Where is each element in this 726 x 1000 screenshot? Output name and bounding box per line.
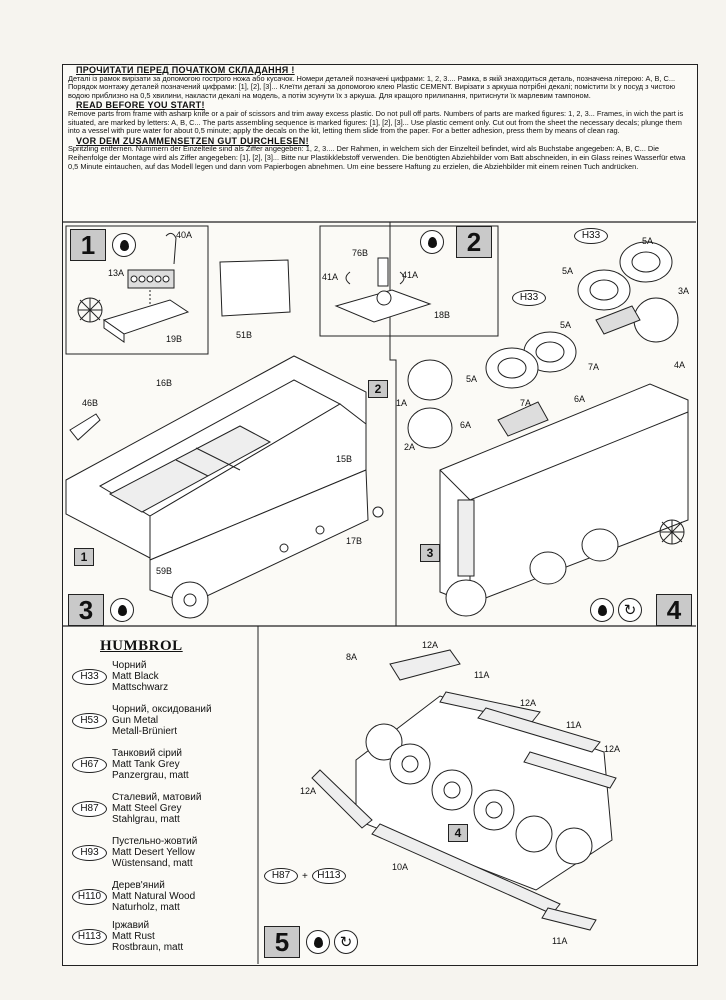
en-text: Remove parts from frame with asharp knif…: [68, 108, 684, 136]
paint-code-b: H113: [311, 868, 346, 884]
intro-instructions: ПРОЧИТАТИ ПЕРЕД ПОЧАТКОМ СКЛАДАННЯ ! Дет…: [64, 66, 694, 222]
step-3-badge: 3: [68, 594, 104, 626]
step-1-badge: 1: [70, 229, 106, 261]
track-part-12A: 12A: [422, 640, 439, 650]
track-part-12A: 12A: [300, 786, 317, 796]
part-76B: 76B: [352, 248, 369, 258]
track-part-12A: 12A: [604, 744, 621, 754]
sub-step-3: 3: [420, 544, 440, 562]
de-heading: VOR DEM ZUSAMMENSETZEN GUT DURCHLESEN!: [76, 135, 309, 146]
part-7A: 7A: [588, 362, 600, 372]
part-18B: 18B: [434, 310, 451, 320]
step-4-badge: 4: [656, 594, 692, 626]
part-6A: 6A: [574, 394, 586, 404]
part-16B: 16B: [156, 378, 173, 388]
track-part-8A: 8A: [346, 652, 358, 662]
track-part-11A: 11A: [566, 720, 582, 730]
part-5A: 5A: [642, 236, 654, 246]
sub-step-2: 2: [368, 380, 388, 398]
paint-code-a: H87: [264, 868, 298, 884]
humbrol-title: HUMBROL: [100, 638, 183, 654]
part-46B: 46B: [82, 398, 99, 408]
de-text: Spritzling entfernen. Nummern der Einzel…: [68, 144, 686, 171]
ua-heading: ПРОЧИТАТИ ПЕРЕД ПОЧАТКОМ СКЛАДАННЯ !: [76, 65, 295, 75]
sub-step-1: 1: [74, 548, 94, 566]
track-part-11A: 11A: [552, 936, 568, 946]
part-13A: 13A: [108, 268, 125, 278]
sub-step-4: 4: [448, 824, 468, 842]
part-15B: 15B: [336, 454, 353, 464]
rotate-icon: ↻: [618, 598, 642, 622]
ua-text: Деталі із рамок вирізати за допомогою го…: [68, 73, 676, 100]
part-19B: 19B: [166, 334, 183, 344]
step-5-badge: 5: [264, 926, 300, 958]
part-5A: 5A: [560, 320, 572, 330]
step-2-badge: 2: [456, 226, 492, 258]
part-17B: 17B: [346, 536, 363, 546]
glue-drop-icon: [112, 233, 136, 257]
part-7A: 7A: [520, 398, 532, 408]
part-3A: 3A: [678, 286, 690, 296]
track-part-12A: 12A: [520, 698, 537, 708]
part-5A: 5A: [466, 374, 478, 384]
part-51B: 51B: [236, 330, 253, 340]
part-5A: 5A: [562, 266, 574, 276]
part-59B: 59B: [156, 566, 173, 576]
part-41A-right: 41A: [402, 270, 419, 280]
part-6A: 6A: [460, 420, 472, 430]
part-1A: 1A: [396, 398, 408, 408]
en-heading: READ BEFORE YOU START!: [76, 100, 205, 111]
track-part-10A: 10A: [392, 862, 409, 872]
plus-sign: +: [302, 870, 308, 882]
part-41A-left: 41A: [322, 272, 339, 282]
glue-drop-icon: [420, 230, 444, 254]
track-part-11A: 11A: [474, 670, 490, 680]
paint-mix-callout: H87 + H113: [264, 868, 346, 884]
rotate-icon: ↻: [334, 930, 358, 954]
paint-callout-H33-mid: H33: [512, 290, 546, 306]
glue-drop-icon: [306, 930, 330, 954]
part-4A: 4A: [674, 360, 686, 370]
part-2A: 2A: [404, 442, 416, 452]
paint-callout-H33-top: H33: [574, 228, 608, 244]
glue-drop-icon: [590, 598, 614, 622]
part-40A: 40A: [176, 230, 193, 240]
glue-drop-icon: [110, 598, 134, 622]
